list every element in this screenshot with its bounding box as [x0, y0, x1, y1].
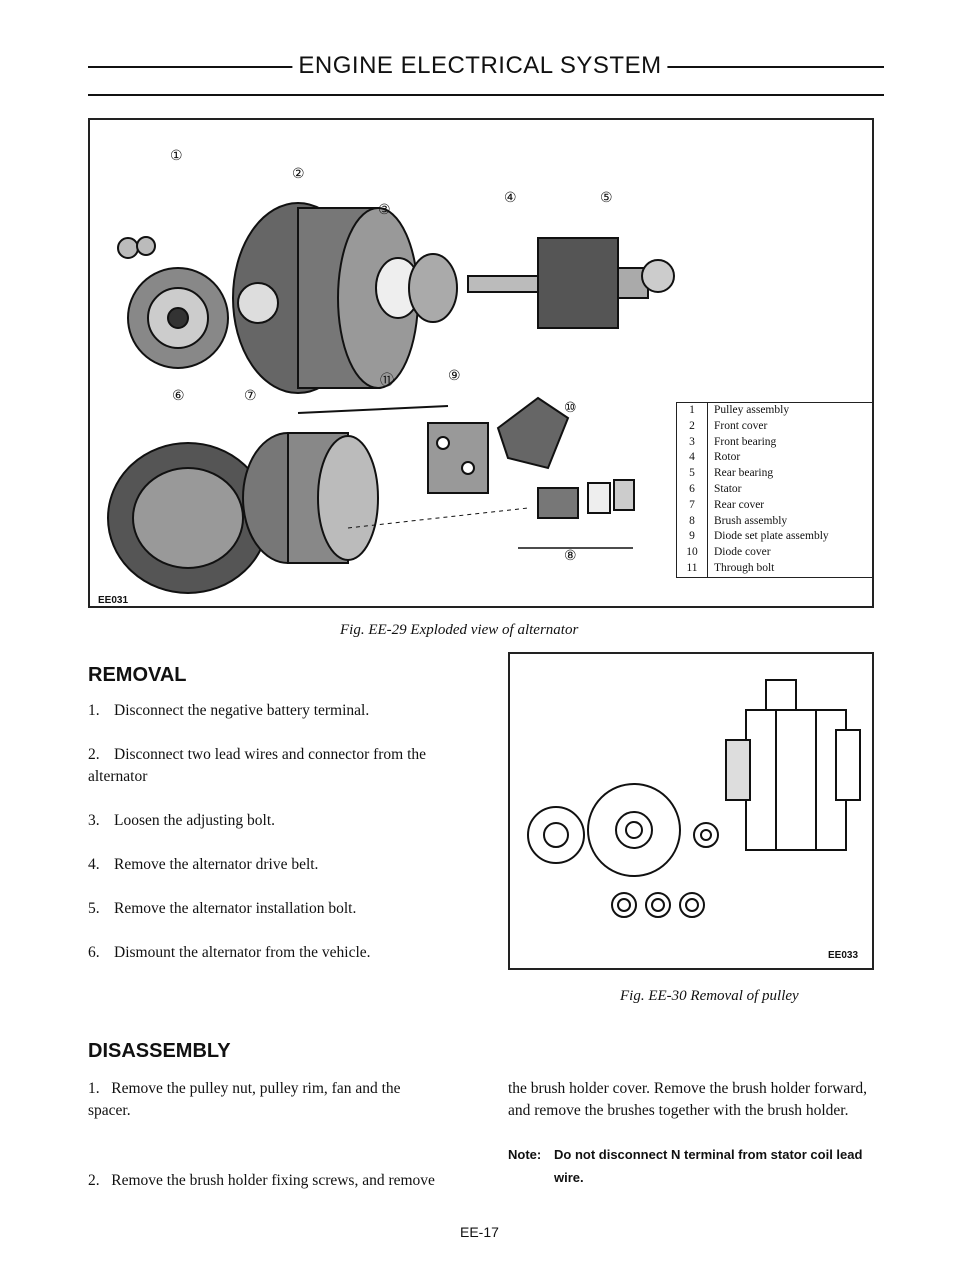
alternator-exploded-drawing — [107, 202, 675, 594]
pulley-drawing — [117, 236, 229, 369]
page-title: ENGINE ELECTRICAL SYSTEM — [292, 52, 668, 80]
figure-caption: Fig. EE-29 Exploded view of alternator — [340, 622, 579, 638]
removal-step: 1.Disconnect the negative battery termin… — [88, 702, 370, 719]
figure-removal-of-pulley: EE033 — [508, 652, 874, 970]
callout-8: ⑧ — [564, 549, 577, 564]
callout-3: ③ — [378, 203, 391, 218]
callout-5: ⑤ — [600, 191, 613, 206]
disassembly-right-line-2: and remove the brushes together with the… — [508, 1102, 849, 1119]
page-number: EE-17 — [460, 1224, 499, 1240]
figure-exploded-view: ① ② ③ ④ ⑤ ⑥ ⑦ ⑧ ⑨ ⑩ ⑪ EE031 — [88, 118, 874, 608]
pulley-removal-drawing — [527, 679, 861, 918]
front-bearing-drawing — [375, 253, 458, 323]
dashed-guide-line — [347, 507, 529, 529]
diode-plate-drawing — [427, 422, 489, 494]
removal-step-continuation: alternator — [88, 768, 148, 785]
figure-code: EE031 — [98, 595, 129, 606]
callout-11: ⑪ — [380, 374, 394, 389]
callout-10: ⑩ — [564, 401, 577, 416]
rotor-drawing — [467, 237, 675, 329]
disassembly-step-1: 1. Remove the pulley nut, pulley rim, fa… — [88, 1080, 401, 1097]
disassembly-step-1-continuation: spacer. — [88, 1102, 131, 1119]
disassembly-step-2: 2. Remove the brush holder fixing screws… — [88, 1172, 435, 1189]
header-rule-bottom — [88, 94, 884, 96]
removal-step: 4.Remove the alternator drive belt. — [88, 856, 319, 873]
callout-6: ⑥ — [172, 389, 185, 404]
removal-step: 2.Disconnect two lead wires and connecto… — [88, 746, 427, 763]
disassembly-right-line-1: the brush holder cover. Remove the brush… — [508, 1080, 867, 1097]
callout-7: ⑦ — [244, 389, 257, 404]
through-bolt-drawing — [297, 405, 449, 414]
figure-caption: Fig. EE-30 Removal of pulley — [620, 988, 799, 1004]
note-text-line-1: Do not disconnect N terminal from stator… — [554, 1147, 863, 1162]
note-label: Note: — [508, 1147, 542, 1162]
removal-step: 3.Loosen the adjusting bolt. — [88, 812, 276, 829]
figure-code: EE033 — [828, 950, 859, 961]
diode-cover-drawing — [496, 396, 635, 519]
callout-4: ④ — [504, 191, 517, 206]
note-text-line-2: wire. — [554, 1170, 584, 1185]
section-heading-removal: REMOVAL — [88, 664, 187, 686]
stator-drawing — [107, 442, 269, 594]
section-heading-disassembly: DISASSEMBLY — [88, 1040, 231, 1062]
rear-cover-drawing — [242, 432, 379, 564]
removal-step: 6.Dismount the alternator from the vehic… — [88, 944, 371, 961]
callout-2: ② — [292, 167, 305, 182]
removal-step: 5.Remove the alternator installation bol… — [88, 900, 357, 917]
callout-9: ⑨ — [448, 369, 461, 384]
callout-1: ① — [170, 149, 183, 164]
